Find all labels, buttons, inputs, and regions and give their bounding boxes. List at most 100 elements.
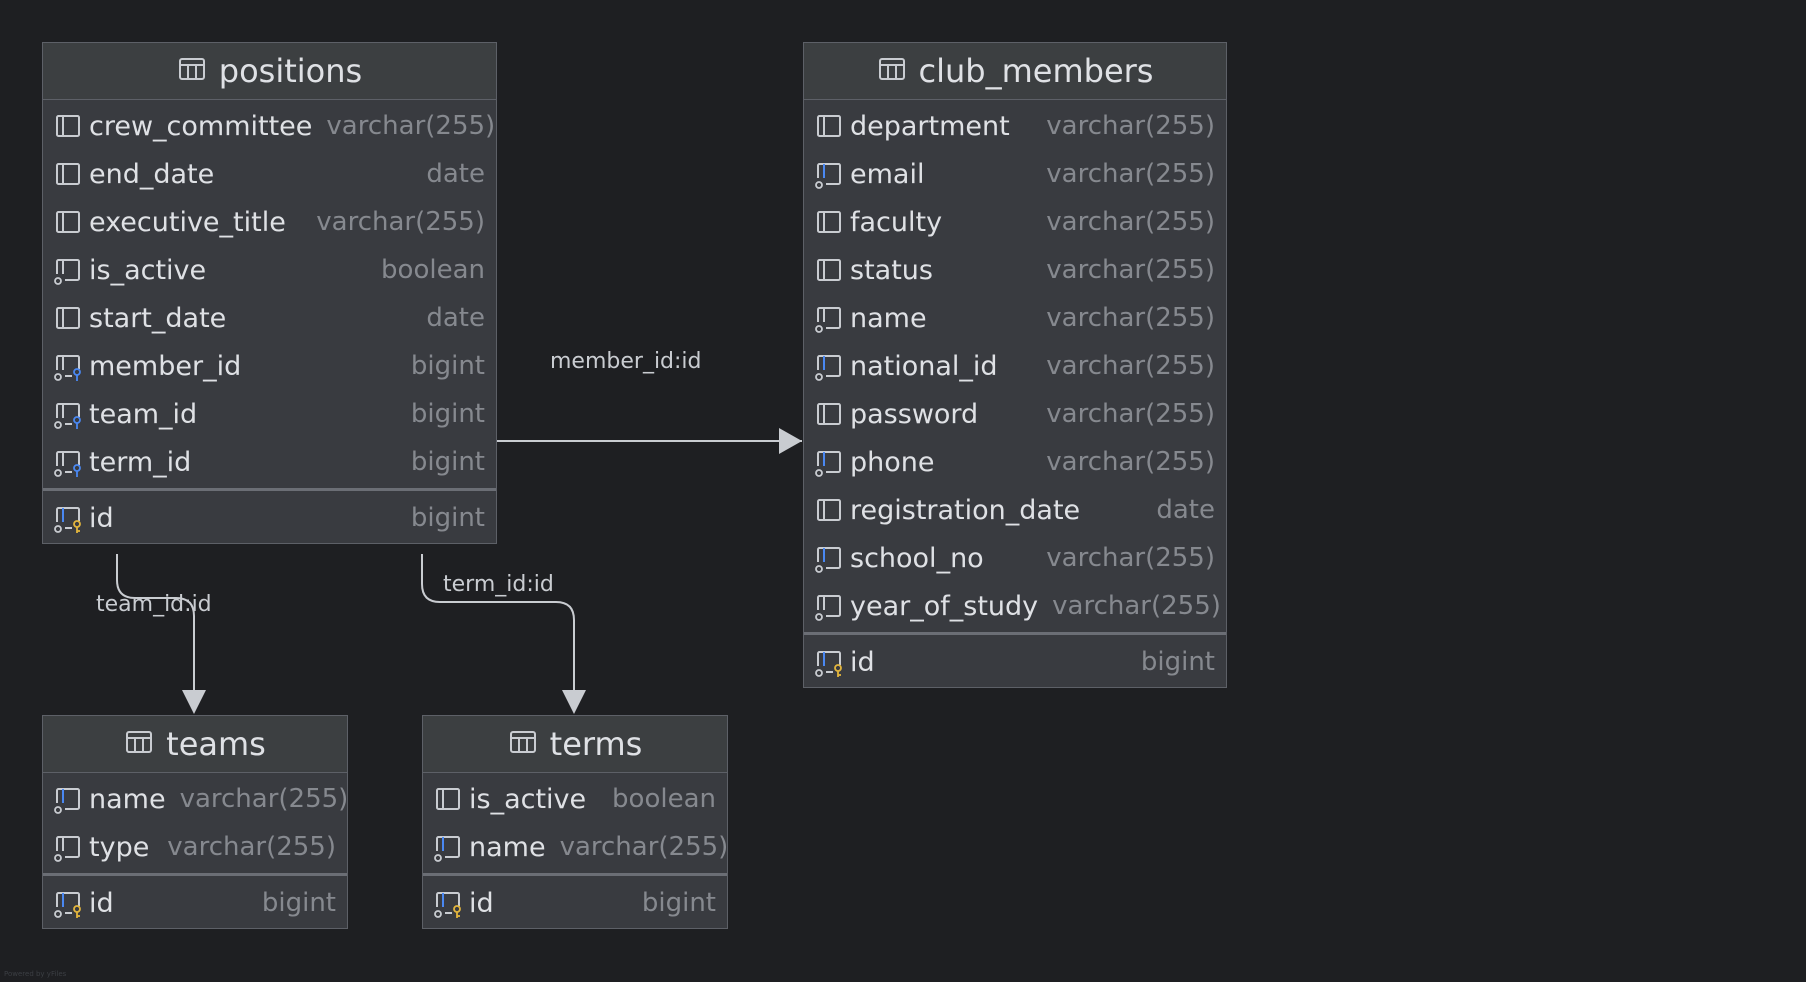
table-header[interactable]: teams xyxy=(43,716,347,773)
table-title: terms xyxy=(549,725,643,763)
column-icon xyxy=(53,303,83,333)
column-name: member_id xyxy=(89,350,242,382)
footer-credit: Powered by yFiles xyxy=(4,970,67,978)
column-name: department xyxy=(850,110,1010,142)
column-name: is_active xyxy=(89,254,207,286)
column-type: bigint xyxy=(641,888,716,918)
table-title: positions xyxy=(218,52,363,90)
column-row-team-id[interactable]: team_id bigint xyxy=(43,390,496,438)
column-row-registration-date[interactable]: registration_date date xyxy=(804,486,1226,534)
primary-key-column-icon xyxy=(814,647,844,677)
column-type: varchar(255) xyxy=(1046,543,1215,573)
column-type: varchar(255) xyxy=(1046,351,1215,381)
column-type: bigint xyxy=(410,447,485,477)
column-icon xyxy=(53,111,83,141)
foreign-key-column-icon xyxy=(53,399,83,429)
foreign-key-column-icon xyxy=(53,447,83,477)
column-row-id[interactable]: id bigint xyxy=(43,878,347,928)
column-type: date xyxy=(1156,495,1215,525)
primary-key-column-icon xyxy=(433,888,463,918)
table-icon xyxy=(177,54,207,88)
table-title: club_members xyxy=(918,52,1154,90)
column-type: varchar(255) xyxy=(316,207,485,237)
unique-column-icon xyxy=(814,543,844,573)
arrowhead-terms xyxy=(562,690,586,714)
column-type: varchar(255) xyxy=(167,832,336,862)
column-name: name xyxy=(89,783,166,815)
edge-label-team-id: team_id:id xyxy=(96,592,212,617)
column-row-school-no[interactable]: school_no varchar(255) xyxy=(804,534,1226,582)
column-type: bigint xyxy=(410,351,485,381)
column-type: varchar(255) xyxy=(1046,111,1215,141)
table-header[interactable]: club_members xyxy=(804,43,1226,100)
table-header[interactable]: positions xyxy=(43,43,496,100)
column-name: school_no xyxy=(850,542,984,574)
arrowhead-teams xyxy=(182,690,206,714)
unique-column-icon xyxy=(433,832,463,862)
arrowhead-club-members xyxy=(779,428,802,454)
column-row-id[interactable]: id bigint xyxy=(423,878,727,928)
table-icon xyxy=(508,727,538,761)
column-type: bigint xyxy=(261,888,336,918)
column-type: date xyxy=(426,303,485,333)
column-icon xyxy=(433,784,463,814)
unique-column-icon xyxy=(814,351,844,381)
foreign-key-column-icon xyxy=(53,351,83,381)
table-header[interactable]: terms xyxy=(423,716,727,773)
column-row-national-id[interactable]: national_id varchar(255) xyxy=(804,342,1226,390)
column-icon xyxy=(814,207,844,237)
column-type: varchar(255) xyxy=(1046,255,1215,285)
column-type: varchar(255) xyxy=(326,111,496,141)
column-type: varchar(255) xyxy=(1046,447,1215,477)
column-type: varchar(255) xyxy=(1046,207,1215,237)
column-name: team_id xyxy=(89,398,198,430)
table-icon xyxy=(124,727,154,761)
edge-team-id[interactable] xyxy=(116,554,195,690)
column-name: name xyxy=(469,831,546,863)
column-type: varchar(255) xyxy=(1052,591,1221,621)
column-name: is_active xyxy=(469,783,587,815)
column-name: registration_date xyxy=(850,494,1081,526)
column-row-department[interactable]: department varchar(255) xyxy=(804,102,1226,150)
column-type: varchar(255) xyxy=(1046,399,1215,429)
column-name: id xyxy=(469,887,494,919)
column-name: name xyxy=(850,302,927,334)
column-name: status xyxy=(850,254,933,286)
column-row-status[interactable]: status varchar(255) xyxy=(804,246,1226,294)
column-type: bigint xyxy=(410,399,485,429)
column-name: email xyxy=(850,158,925,190)
column-name: id xyxy=(89,887,114,919)
column-row-member-id[interactable]: member_id bigint xyxy=(43,342,496,390)
column-name: national_id xyxy=(850,350,998,382)
not-null-column-icon xyxy=(814,591,844,621)
edge-term-id[interactable] xyxy=(421,554,575,690)
